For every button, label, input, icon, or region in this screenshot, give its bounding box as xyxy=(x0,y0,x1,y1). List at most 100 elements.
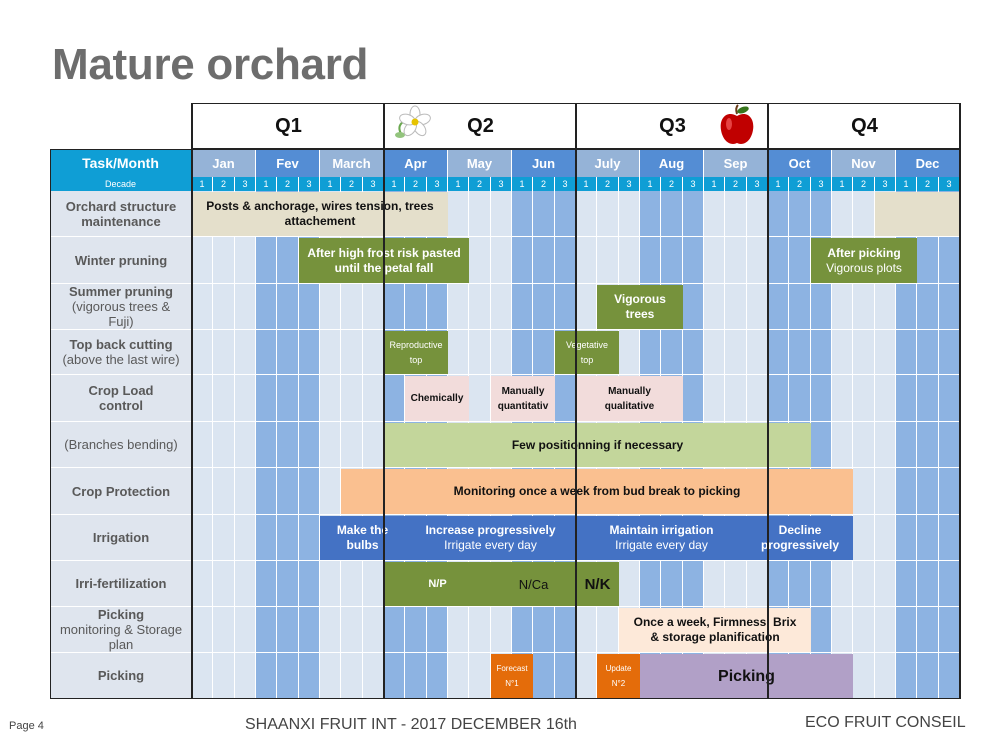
activity-text: Vigorous plots xyxy=(826,260,902,275)
grid-cell xyxy=(725,191,747,237)
grid-cell xyxy=(917,375,939,422)
grid-cell xyxy=(213,237,235,284)
month-header: Dec xyxy=(896,149,960,177)
grid-cell xyxy=(277,284,299,330)
quarter-label: Q4 xyxy=(851,114,878,137)
grid-cell xyxy=(512,284,533,330)
grid-cell xyxy=(896,422,917,468)
grid-cell xyxy=(789,375,811,422)
grid-cell xyxy=(917,422,939,468)
grid-cell xyxy=(725,237,747,284)
grid-cell xyxy=(597,237,619,284)
grid-cell xyxy=(811,422,832,468)
grid-cell xyxy=(213,284,235,330)
grid-cell xyxy=(533,284,555,330)
grid-cell xyxy=(192,237,213,284)
decade-cell: 2 xyxy=(405,177,427,191)
month-header: March xyxy=(320,149,384,177)
grid-cell xyxy=(704,561,725,607)
grid-cell xyxy=(704,375,725,422)
grid-cell xyxy=(597,191,619,237)
grid-cell xyxy=(320,468,341,515)
activity-bar: Chemically xyxy=(405,376,469,421)
activity-text: Irrigate every day xyxy=(615,538,708,552)
grid-cell xyxy=(853,468,875,515)
grid-cell xyxy=(875,375,896,422)
grid-cell xyxy=(448,191,469,237)
grid-cell xyxy=(917,468,939,515)
quarter-header-q1: Q1 xyxy=(192,103,385,149)
grid-cell xyxy=(683,375,704,422)
grid-cell xyxy=(683,191,704,237)
grid-cell xyxy=(299,515,320,561)
decade-cell: 2 xyxy=(469,177,491,191)
grid-cell xyxy=(235,330,256,375)
activity-bar: Picking xyxy=(640,654,853,698)
task-label: Picking xyxy=(50,653,192,699)
grid-cell xyxy=(832,422,853,468)
grid-cell xyxy=(725,375,747,422)
grid-cell xyxy=(853,515,875,561)
quarter-divider xyxy=(575,103,577,699)
activity-text: Chemically xyxy=(410,393,464,404)
grid-cell xyxy=(192,375,213,422)
grid-cell xyxy=(875,561,896,607)
grid-cell xyxy=(192,330,213,375)
month-header: May xyxy=(448,149,512,177)
decade-cell: 3 xyxy=(875,177,896,191)
task-label: Irrigation xyxy=(50,515,192,561)
grid-cell xyxy=(683,330,704,375)
grid-cell xyxy=(235,607,256,653)
grid-cell xyxy=(768,284,789,330)
grid-cell xyxy=(896,607,917,653)
grid-cell xyxy=(448,284,469,330)
grid-cell xyxy=(917,515,939,561)
grid-cell xyxy=(299,422,320,468)
task-label-line: Winter pruning xyxy=(74,252,168,268)
grid-cell xyxy=(213,515,235,561)
grid-cell xyxy=(832,330,853,375)
grid-cell xyxy=(512,237,533,284)
grid-cell xyxy=(277,607,299,653)
decade-cell: 2 xyxy=(789,177,811,191)
grid-cell xyxy=(192,284,213,330)
flower-icon xyxy=(393,104,433,144)
grid-cell xyxy=(896,284,917,330)
grid-cell xyxy=(683,561,704,607)
grid-cell xyxy=(875,607,896,653)
activity-bar: N/P xyxy=(384,562,491,606)
task-label-line: Picking xyxy=(97,668,145,683)
grid-cell xyxy=(341,422,363,468)
grid-cell xyxy=(469,607,491,653)
grid-cell xyxy=(469,375,491,422)
grid-cell xyxy=(640,561,661,607)
activity-text: Monitoring once a week from bud break to… xyxy=(453,484,741,498)
decade-cell: 3 xyxy=(811,177,832,191)
grid-cell xyxy=(341,561,363,607)
grid-cell xyxy=(256,330,277,375)
decade-cell: 3 xyxy=(683,177,704,191)
grid-cell xyxy=(640,237,661,284)
grid-cell xyxy=(341,330,363,375)
grid-cell xyxy=(469,237,491,284)
grid-cell xyxy=(235,561,256,607)
activity-text: progressively xyxy=(760,538,840,552)
grid-cell xyxy=(853,607,875,653)
decade-cell: 2 xyxy=(213,177,235,191)
grid-cell xyxy=(256,468,277,515)
grid-cell xyxy=(832,607,853,653)
grid-cell xyxy=(896,468,917,515)
grid-cell xyxy=(277,237,299,284)
activity-text: Decline xyxy=(778,523,822,537)
activity-bar: Once a week, Firmness, Brix& storage pla… xyxy=(619,608,811,652)
grid-cell xyxy=(213,561,235,607)
grid-cell xyxy=(405,607,427,653)
decade-cell: 1 xyxy=(512,177,533,191)
task-label-line: plan xyxy=(108,637,134,652)
grid-cell xyxy=(384,375,405,422)
decade-cell: 1 xyxy=(256,177,277,191)
